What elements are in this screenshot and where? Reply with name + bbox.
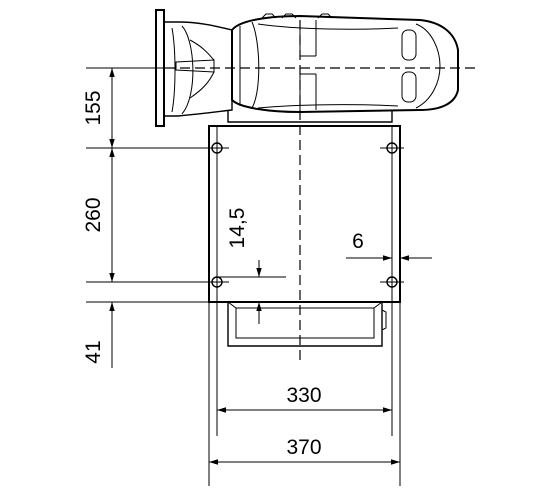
dimension-370: 370 — [208, 302, 401, 486]
dimension-330: 330 — [216, 302, 393, 436]
vertical-dimension-chain: 155 260 41 — [82, 67, 226, 368]
flange-adapter — [164, 21, 233, 117]
housing-outline — [208, 125, 401, 303]
dim-14-5: 14,5 — [226, 208, 249, 249]
mounting-hole-top-right — [380, 136, 404, 160]
motor-housing — [231, 14, 459, 114]
dim-6: 6 — [352, 230, 364, 253]
dim-260: 260 — [82, 197, 105, 232]
dim-41: 41 — [82, 340, 105, 363]
dim-330: 330 — [286, 384, 321, 407]
motor-base — [227, 110, 393, 123]
dim-155: 155 — [82, 90, 105, 125]
lower-cradle — [227, 302, 383, 347]
dimension-6: 6 — [346, 230, 432, 296]
dim-370: 370 — [286, 436, 321, 459]
dimension-14-5: 14,5 — [217, 208, 286, 324]
